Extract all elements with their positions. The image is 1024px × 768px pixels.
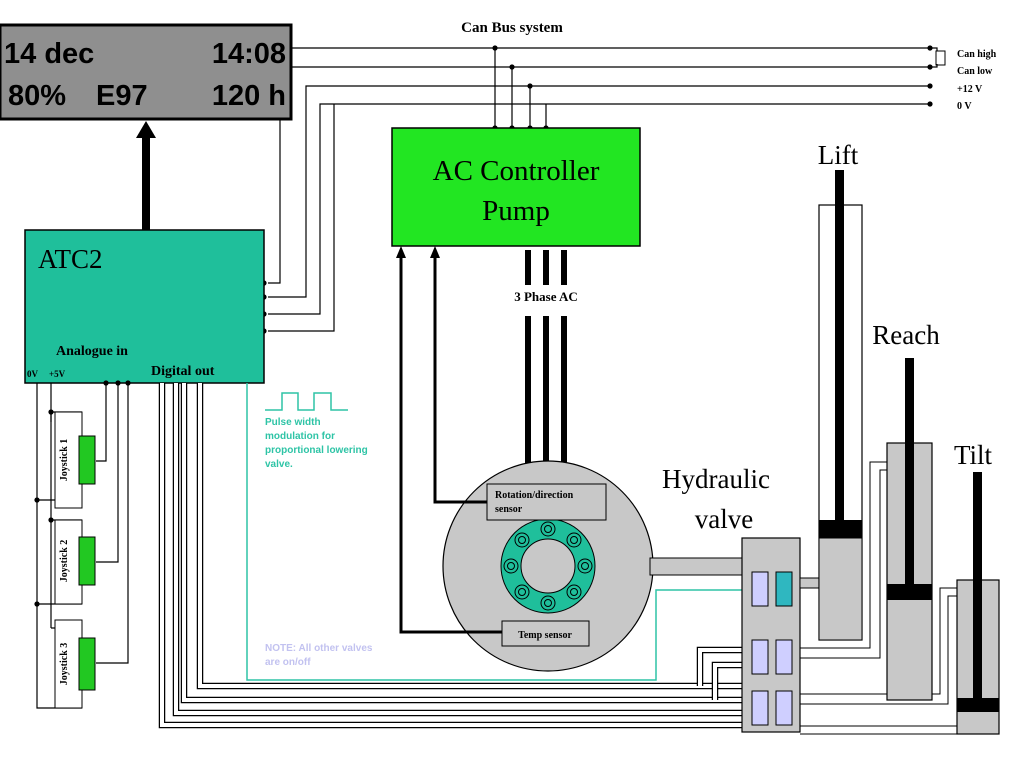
digital-out-wiring: [158, 383, 756, 729]
bus-label-can-low: Can low: [957, 66, 993, 77]
display-hours: 120 h: [212, 80, 286, 112]
reach-cylinder: Reach: [872, 320, 940, 701]
motor-coils: [503, 521, 593, 611]
three-phase-label: 3 Phase AC: [514, 289, 578, 304]
pwm-wire: [246, 383, 790, 681]
display-panel: 14 dec 14:08 80% E97 120 h: [0, 23, 293, 121]
atc2-label: ATC2: [38, 244, 103, 274]
bus-label-0v: 0 V: [957, 101, 972, 112]
display-arrow: [136, 121, 156, 230]
onoff-note-line1: NOTE: All other valves: [265, 643, 373, 654]
pwm-note-line2: modulation for: [265, 431, 335, 442]
rotation-feedback-arrowhead: [430, 246, 440, 258]
pwm-note-line3: proportional lowering: [265, 445, 368, 456]
joystick-3-label: Joystick 3: [59, 643, 70, 686]
onoff-note: NOTE: All other valves are on/off: [265, 643, 373, 668]
joystick-2: Joystick 2: [54, 519, 96, 605]
atc2-controller: ATC2 Analogue in Digital out 0V +5V: [24, 229, 265, 384]
hydraulic-valve-block: [741, 537, 801, 733]
display-date: 14 dec: [4, 38, 94, 70]
valve-slot-tilt-b: [775, 690, 793, 726]
reach-label: Reach: [872, 320, 940, 350]
rotation-sensor-box: [486, 483, 607, 521]
three-phase-cables: 3 Phase AC: [514, 250, 578, 494]
valve-slot-pwm: [775, 571, 793, 607]
joystick-2-label: Joystick 2: [59, 540, 70, 583]
joystick-3: Joystick 3: [54, 619, 96, 709]
hydraulic-valve-line2: valve: [695, 504, 753, 534]
atc2-analogue-in: Analogue in: [56, 344, 128, 359]
ac-controller-pump: AC Controller Pump: [391, 127, 641, 247]
bus-line-labels: Can high Can low +12 V 0 V: [957, 49, 997, 112]
pump-motor: Rotation/direction sensor Temp sensor: [442, 460, 654, 672]
pwm-note: Pulse width modulation for proportional …: [265, 417, 368, 470]
joystick-1-label: Joystick 1: [59, 439, 70, 482]
valve-slot-reach-b: [775, 639, 793, 675]
joystick-1: Joystick 1: [54, 411, 96, 509]
valve-slot-reach-a: [751, 639, 769, 675]
bus-label-12v: +12 V: [957, 84, 983, 95]
temp-sensor-label: Temp sensor: [518, 630, 572, 641]
atc2-5v: +5V: [49, 369, 66, 379]
lift-cylinder: Lift: [818, 140, 863, 641]
lift-label: Lift: [818, 140, 859, 170]
hydraulic-lines: [799, 461, 996, 735]
temp-feedback-arrowhead: [396, 246, 406, 258]
hydraulic-valve-line1: Hydraulic: [662, 464, 770, 494]
tilt-cylinder: Tilt: [954, 440, 1000, 735]
pump-pipe: [649, 557, 743, 576]
rotation-sensor-line2: sensor: [495, 504, 523, 515]
display-code: E97: [96, 80, 148, 112]
tilt-label: Tilt: [954, 440, 993, 470]
atc2-0v: 0V: [27, 369, 39, 379]
pwm-waveform: [265, 392, 348, 411]
onoff-note-line2: are on/off: [265, 657, 311, 668]
pwm-note-line4: valve.: [265, 459, 293, 470]
atc2-digital-out: Digital out: [151, 364, 215, 379]
sensor-feedback: [399, 255, 502, 634]
can-bus-lines: [261, 45, 946, 334]
pwm-note-line1: Pulse width: [265, 417, 321, 428]
display-time: 14:08: [212, 38, 286, 70]
rotation-sensor-line1: Rotation/direction: [495, 490, 574, 501]
valve-slot-tilt-a: [751, 690, 769, 726]
bus-label-can-high: Can high: [957, 49, 997, 60]
can-bus-title: Can Bus system: [461, 20, 563, 36]
ac-controller-line1: AC Controller: [433, 155, 600, 187]
ac-controller-line2: Pump: [482, 195, 550, 227]
temp-sensor-box: [501, 620, 590, 647]
display-charge: 80%: [8, 80, 66, 112]
valve-slot-lift-a: [751, 571, 769, 607]
